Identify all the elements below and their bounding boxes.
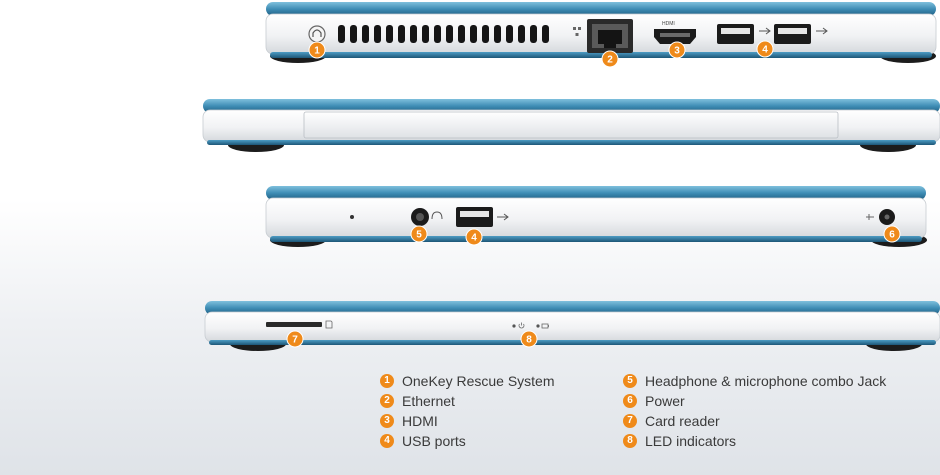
- network-icon: [573, 27, 581, 36]
- power-icon: [518, 322, 525, 329]
- legend-label: Headphone & microphone combo Jack: [645, 373, 887, 389]
- usb-port-2[interactable]: [774, 24, 811, 44]
- lid: [266, 2, 936, 16]
- ethernet-port[interactable]: [587, 19, 633, 53]
- hdmi-port[interactable]: [654, 29, 696, 44]
- sd-card-icon: [325, 320, 333, 329]
- hdmi-label: HDMI: [662, 21, 675, 27]
- card-reader-slot[interactable]: [266, 322, 322, 327]
- svg-text:5: 5: [416, 230, 422, 241]
- legend-label: OneKey Rescue System: [402, 373, 555, 389]
- legend-badge: 5: [623, 374, 637, 388]
- legend-item: 3 HDMI: [380, 411, 623, 431]
- callout-badge: 7: [286, 330, 304, 348]
- lid: [266, 186, 926, 200]
- legend-label: Card reader: [645, 413, 720, 429]
- legend-item: 1 OneKey Rescue System: [380, 371, 623, 391]
- legend-label: HDMI: [402, 413, 438, 429]
- legend-badge: 4: [380, 434, 394, 448]
- power-led: [512, 324, 516, 328]
- legend-badge: 3: [380, 414, 394, 428]
- svg-text:6: 6: [889, 230, 895, 241]
- legend-badge: 2: [380, 394, 394, 408]
- callout-badge: 8: [520, 330, 538, 348]
- svg-text:1: 1: [314, 46, 320, 57]
- svg-text:7: 7: [292, 335, 298, 346]
- lid: [203, 99, 940, 113]
- chassis-body: [265, 197, 927, 239]
- callout-badge: 6: [883, 225, 901, 243]
- svg-text:8: 8: [526, 335, 532, 346]
- combo-audio-jack[interactable]: [411, 208, 429, 226]
- legend-badge: 8: [623, 434, 637, 448]
- power-jack[interactable]: [879, 209, 895, 225]
- lid: [205, 301, 940, 315]
- legend-item: 7 Card reader: [623, 411, 903, 431]
- status-dot: [350, 215, 354, 219]
- battery-led: [536, 324, 540, 328]
- usb-port-1[interactable]: [717, 24, 754, 44]
- onekey-rescue-button[interactable]: [308, 25, 326, 43]
- callout-badge: 3: [668, 41, 686, 59]
- legend-item: 6 Power: [623, 391, 903, 411]
- right-side-view: HDMI 1 2 3: [265, 2, 937, 68]
- svg-text:4: 4: [762, 45, 768, 56]
- chassis-bottom: [209, 340, 936, 345]
- legend-badge: 1: [380, 374, 394, 388]
- power-plug-icon: [866, 214, 874, 220]
- chassis-bottom: [270, 236, 922, 242]
- chassis-bottom: [207, 140, 936, 145]
- headset-icon: [431, 211, 443, 220]
- callout-badge: 4: [756, 40, 774, 58]
- usb-icon: [816, 27, 828, 35]
- rear-view: [202, 99, 940, 152]
- usb-port-3[interactable]: [456, 207, 493, 227]
- usb-icon: [497, 213, 509, 221]
- hinge-bar: [303, 111, 839, 139]
- legend-item: 8 LED indicators: [623, 431, 903, 451]
- legend-badge: 6: [623, 394, 637, 408]
- callout-badge: 2: [601, 50, 619, 68]
- callout-badge: 4: [465, 228, 483, 246]
- front-view: 7 8: [204, 301, 940, 351]
- legend-badge: 7: [623, 414, 637, 428]
- left-side-view: 5 4 6: [265, 186, 927, 247]
- battery-icon: [541, 323, 549, 329]
- legend-label: USB ports: [402, 433, 466, 449]
- port-legend: 1 OneKey Rescue System 5 Headphone & mic…: [380, 371, 920, 451]
- legend-label: Ethernet: [402, 393, 455, 409]
- led-indicators: [512, 322, 549, 329]
- cooling-vent: [338, 25, 549, 43]
- usb-icon: [759, 27, 771, 35]
- svg-text:2: 2: [607, 55, 613, 66]
- legend-item: 4 USB ports: [380, 431, 623, 451]
- svg-text:4: 4: [471, 233, 477, 244]
- legend-item: 5 Headphone & microphone combo Jack: [623, 371, 903, 391]
- svg-text:3: 3: [674, 46, 680, 57]
- callout-badge: 5: [410, 225, 428, 243]
- legend-label: LED indicators: [645, 433, 737, 449]
- callout-badge: 1: [308, 41, 326, 59]
- legend-label: Power: [645, 393, 685, 409]
- legend-item: 2 Ethernet: [380, 391, 623, 411]
